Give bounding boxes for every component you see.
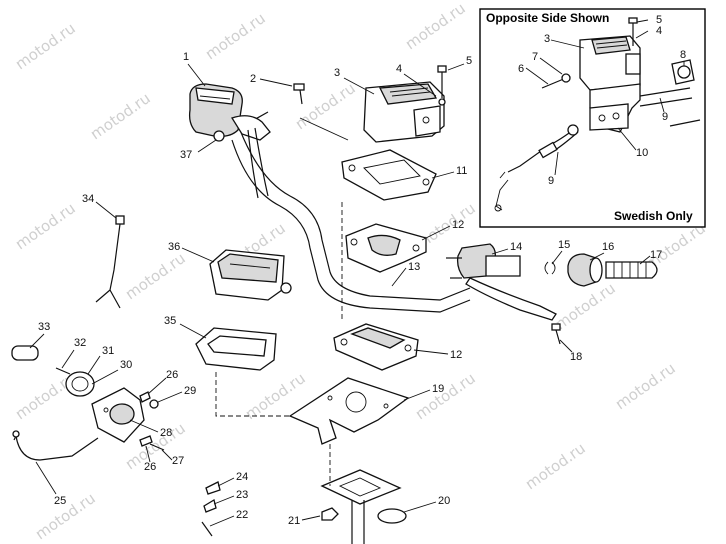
watermark: motod.ru — [612, 359, 679, 413]
watermark: motod.ru — [202, 9, 269, 63]
callout-27: 27 — [172, 455, 184, 467]
steering-post-20 — [320, 469, 407, 544]
callout-inset-9a: 9 — [662, 111, 668, 123]
callout-33: 33 — [38, 321, 50, 333]
mounting-plate-19 — [288, 377, 410, 445]
screw-5 — [437, 65, 447, 106]
switch-housing-3 — [363, 81, 445, 143]
callout-12-lower: 12 — [450, 349, 462, 361]
callout-26-lower: 26 — [144, 461, 156, 473]
housing-28 — [91, 387, 145, 443]
callout-3: 3 — [334, 67, 340, 79]
callout-2: 2 — [250, 73, 256, 85]
watermark: motod.ru — [87, 89, 154, 143]
clamp-block-12-lower — [333, 323, 419, 371]
bolt-2 — [293, 83, 305, 105]
watermark: motod.ru — [552, 279, 619, 333]
callout-14: 14 — [510, 241, 522, 253]
callout-22: 22 — [236, 509, 248, 521]
watermark: motod.ru — [402, 0, 469, 53]
callout-15: 15 — [558, 239, 570, 251]
throttle-housing-16 — [567, 253, 603, 287]
callout-inset-9b: 9 — [548, 175, 554, 187]
callout-5: 5 — [466, 55, 472, 67]
callout-24: 24 — [236, 471, 248, 483]
inset-opposite-side: Opposite Side Shown Swedish Only — [479, 8, 706, 228]
callout-30: 30 — [120, 359, 132, 371]
callout-28: 28 — [160, 427, 172, 439]
callout-34: 34 — [82, 193, 94, 205]
watermark: motod.ru — [122, 249, 189, 303]
callout-37: 37 — [180, 149, 192, 161]
callout-20: 20 — [438, 495, 450, 507]
bezel-35 — [195, 327, 277, 371]
inset-title: Opposite Side Shown — [486, 11, 609, 25]
wire-25 — [12, 430, 99, 461]
callout-13: 13 — [408, 261, 420, 273]
light-assembly-30-33 — [11, 345, 95, 397]
callout-inset-6: 6 — [518, 63, 524, 75]
callout-4: 4 — [396, 63, 402, 75]
watermark: motod.ru — [12, 199, 79, 253]
handlebar-clamp-11 — [341, 149, 437, 201]
inset-leaders — [525, 19, 685, 176]
fasteners-22-24 — [201, 481, 221, 537]
watermark: motod.ru — [12, 19, 79, 73]
watermark: motod.ru — [412, 369, 479, 423]
callout-inset-3: 3 — [544, 33, 550, 45]
speedometer-36 — [209, 249, 292, 301]
callout-inset-8: 8 — [680, 49, 686, 61]
callout-inset-10: 10 — [636, 147, 648, 159]
callout-23: 23 — [236, 489, 248, 501]
grip-17 — [605, 261, 658, 279]
circlip-15 — [544, 261, 556, 275]
cable-34 — [95, 215, 125, 309]
callout-inset-7: 7 — [532, 51, 538, 63]
left-control-housing — [188, 83, 271, 199]
right-control-14 — [446, 243, 557, 321]
callout-25: 25 — [54, 495, 66, 507]
callout-31: 31 — [102, 345, 114, 357]
clamp-block-12-upper — [345, 223, 427, 273]
screw-18 — [551, 323, 561, 345]
callout-35: 35 — [164, 315, 176, 327]
callout-inset-4: 4 — [656, 25, 662, 37]
inset-footer: Swedish Only — [614, 209, 693, 223]
callout-17: 17 — [650, 249, 662, 261]
callout-36: 36 — [168, 241, 180, 253]
callout-18: 18 — [570, 351, 582, 363]
inset-switch-assembly — [494, 17, 701, 212]
callout-16: 16 — [602, 241, 614, 253]
callout-21: 21 — [288, 515, 300, 527]
callout-32: 32 — [74, 337, 86, 349]
callout-1: 1 — [183, 51, 189, 63]
callout-inset-5: 5 — [656, 14, 662, 26]
fasteners-26-29 — [139, 391, 165, 451]
callout-29: 29 — [184, 385, 196, 397]
watermark: motod.ru — [522, 439, 589, 493]
callout-12-upper: 12 — [452, 219, 464, 231]
callout-11: 11 — [456, 165, 467, 177]
callout-26-upper: 26 — [166, 369, 178, 381]
nut-21 — [321, 507, 339, 521]
callout-19: 19 — [432, 383, 444, 395]
